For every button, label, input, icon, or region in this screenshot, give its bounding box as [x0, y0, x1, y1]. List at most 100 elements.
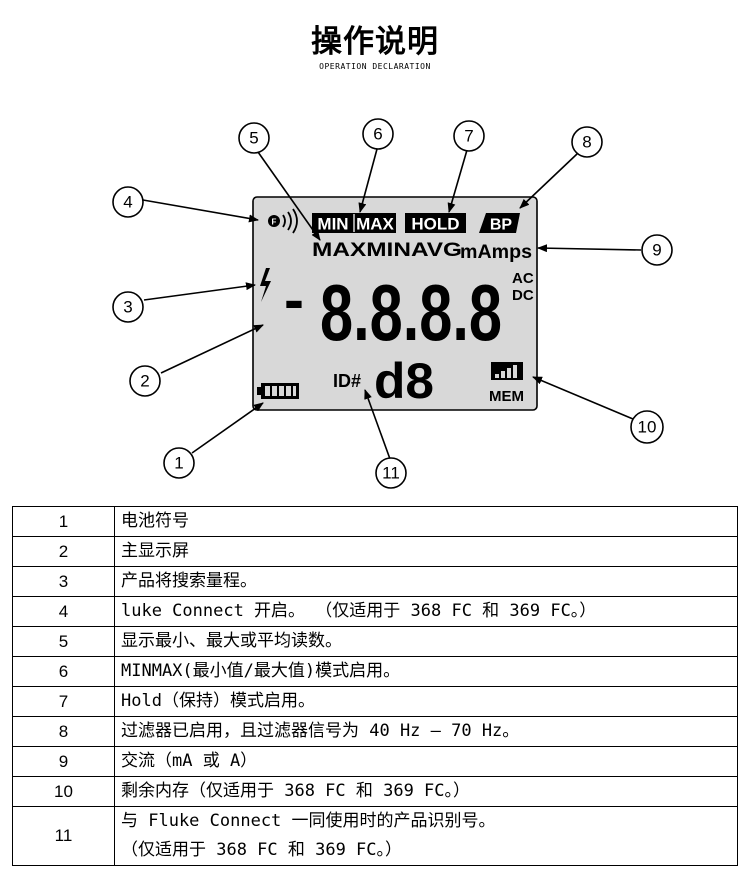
callout-10: 10	[630, 410, 664, 444]
callout-number: 2	[140, 372, 149, 391]
row-description: 主显示屏	[114, 536, 738, 567]
row-description: Hold（保持）模式启用。	[114, 686, 738, 717]
callout-number: 11	[382, 464, 400, 483]
row-number: 2	[12, 536, 115, 567]
description-line: 显示最小、最大或平均读数。	[121, 631, 342, 651]
callout-arrow-5	[257, 151, 321, 241]
callout-arrow-6	[358, 148, 378, 213]
row-number: 9	[12, 746, 115, 777]
wireless-connect-icon: F	[268, 208, 298, 234]
row-number: 4	[12, 596, 115, 627]
callout-number: 9	[652, 241, 661, 260]
lightning-bolt-icon	[260, 268, 271, 302]
table-row: 11 与 Fluke Connect 一同使用时的产品识别号。 （仅适用于 368 …	[12, 806, 738, 866]
callout-9: 9	[641, 234, 673, 266]
lcd-mem-label: MEM	[489, 388, 524, 405]
callout-6: 6	[362, 118, 394, 150]
lcd-minus-sign: -	[284, 266, 304, 333]
callout-arrow-1	[191, 402, 264, 454]
callout-11: 11	[375, 457, 407, 489]
lcd-id-label: ID#	[333, 371, 361, 391]
callout-number: 6	[373, 125, 382, 144]
callout-number: 1	[174, 454, 183, 473]
callout-8: 8	[571, 126, 603, 158]
page-subtitle: OPERATION DECLARATION	[319, 62, 431, 71]
row-description: 交流（mA 或 A）	[114, 746, 738, 777]
lcd-bp-label: BP	[490, 217, 513, 234]
row-number: 5	[12, 626, 115, 657]
description-line: 剩余内存（仅适用于 368 FC 和 369 FC。）	[121, 781, 471, 801]
table-row: 1 电池符号	[12, 506, 738, 537]
callout-number: 4	[123, 193, 132, 212]
lcd-id-value: d8	[374, 353, 434, 409]
description-line: 交流（mA 或 A）	[121, 751, 258, 771]
table-row: 3 产品将搜索量程。	[12, 566, 738, 597]
callout-5: 5	[238, 122, 270, 154]
callout-2: 2	[129, 365, 161, 397]
row-description: 剩余内存（仅适用于 368 FC 和 369 FC。）	[114, 776, 738, 807]
row-description: 与 Fluke Connect 一同使用时的产品识别号。 （仅适用于 368 FC…	[114, 806, 738, 866]
description-line: 主显示屏	[121, 541, 189, 561]
description-line: 电池符号	[121, 511, 189, 531]
table-row: 6 MINMAX(最小值/最大值)模式启用。	[12, 656, 738, 687]
table-row: 7 Hold（保持）模式启用。	[12, 686, 738, 717]
callout-number: 3	[123, 298, 132, 317]
row-description: 产品将搜索量程。	[114, 566, 738, 597]
table-row: 2 主显示屏	[12, 536, 738, 567]
callout-number: 8	[582, 133, 591, 152]
row-description: 显示最小、最大或平均读数。	[114, 626, 738, 657]
table-row: 10 剩余内存（仅适用于 368 FC 和 369 FC。）	[12, 776, 738, 807]
description-line: 过滤器已启用，且过滤器信号为 40 Hz – 70 Hz。	[121, 721, 520, 741]
hold-badge	[405, 213, 466, 233]
row-number: 6	[12, 656, 115, 687]
callout-1: 1	[163, 447, 195, 479]
callout-arrow-8	[519, 153, 578, 209]
lcd-min-label: MIN	[317, 215, 348, 234]
row-description: 过滤器已启用，且过滤器信号为 40 Hz – 70 Hz。	[114, 716, 738, 747]
lcd-maxminavg-label: MAXMINAVG	[312, 240, 462, 261]
callout-number: 5	[249, 129, 258, 148]
row-description: MINMAX(最小值/最大值)模式启用。	[114, 656, 738, 687]
callout-arrow-4	[142, 199, 259, 223]
table-row: 5 显示最小、最大或平均读数。	[12, 626, 738, 657]
signal-bars-icon	[491, 362, 523, 380]
callout-arrow-11	[364, 389, 391, 460]
table-row: 9 交流（mA 或 A）	[12, 746, 738, 777]
row-number: 11	[12, 806, 115, 866]
callout-number: 10	[638, 418, 657, 437]
page-title: 操作说明	[311, 24, 439, 60]
bp-badge	[479, 213, 520, 233]
lcd-screen	[252, 196, 538, 411]
row-number: 3	[12, 566, 115, 597]
callout-number: 7	[464, 127, 473, 146]
battery-icon	[257, 383, 299, 399]
svg-text:F: F	[272, 218, 277, 227]
description-line: 与 Fluke Connect 一同使用时的产品识别号。	[121, 811, 496, 831]
row-number: 1	[12, 506, 115, 537]
lcd-ac-label: AC	[512, 270, 534, 287]
callout-arrow-7	[447, 149, 468, 213]
row-number: 7	[12, 686, 115, 717]
callout-7: 7	[453, 120, 485, 152]
lcd-dc-label: DC	[512, 287, 534, 304]
lcd-max-label: MAX	[356, 215, 394, 234]
description-line: Hold（保持）模式启用。	[121, 691, 315, 711]
row-number: 10	[12, 776, 115, 807]
callout-arrow-9	[537, 244, 642, 253]
description-line: （仅适用于 368 FC 和 369 FC。）	[121, 840, 403, 860]
callout-3: 3	[112, 291, 144, 323]
lcd-hold-label: HOLD	[411, 215, 459, 234]
callout-arrow-10	[532, 376, 634, 420]
row-description: luke Connect 开启。 （仅适用于 368 FC 和 369 FC。）	[114, 596, 738, 627]
callout-arrow-2	[160, 324, 264, 374]
lcd-mamps-label: mAmps	[460, 242, 532, 263]
callout-arrow-3	[143, 282, 256, 301]
row-number: 8	[12, 716, 115, 747]
description-line: MINMAX(最小值/最大值)模式启用。	[121, 661, 401, 681]
table-row: 8 过滤器已启用，且过滤器信号为 40 Hz – 70 Hz。	[12, 716, 738, 747]
callout-4: 4	[112, 186, 144, 218]
description-line: 产品将搜索量程。	[121, 571, 257, 591]
lcd-diagram: F MIN MAX HOLD BP MAXMINAVG mAmps AC DC …	[112, 118, 673, 489]
